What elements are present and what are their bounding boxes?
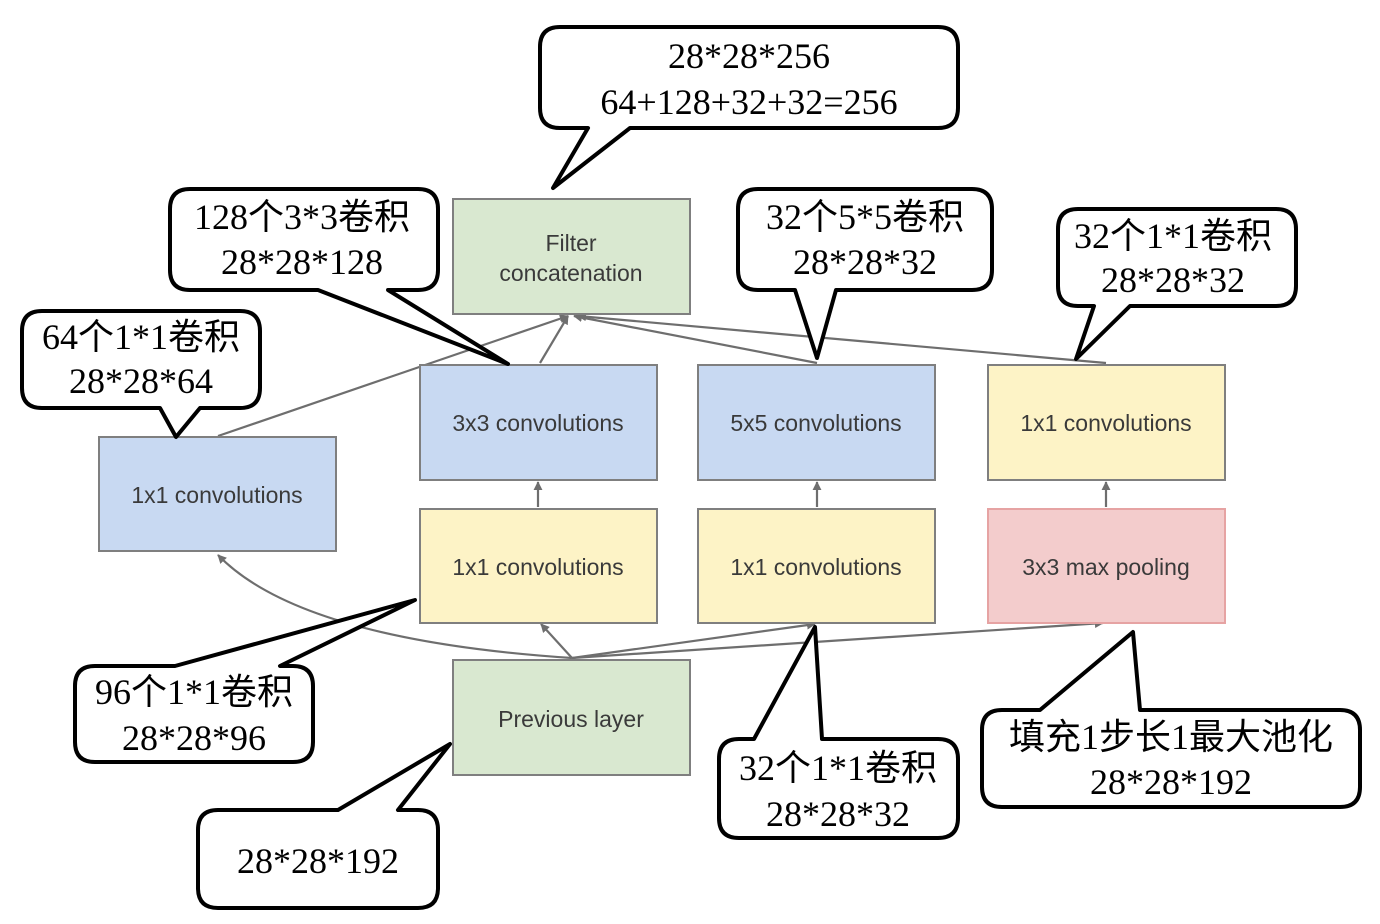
conv3x3-label: 3x3 convolutions [452,410,623,436]
conv3x3-box: 3x3 convolutions [419,364,658,481]
callout-conv5x5: 32个5*5卷积 28*28*32 [736,187,994,360]
arrow-conv5x5-to-concat [573,313,818,365]
reduce5-conv1x1-box: 1x1 convolutions [697,508,936,624]
max-pooling-label: 3x3 max pooling [1022,554,1190,580]
callout-conv1x1-left-line2: 28*28*64 [69,361,213,401]
arrows [217,312,1111,660]
callout-concat-output-line2: 64+128+32+32=256 [600,82,897,122]
arrow-conv3x3-to-concat [539,315,569,364]
callouts: 28*28*256 64+128+32+32=256 128个3*3卷积 28*… [20,25,1362,910]
callout-conv3x3-line1: 128个3*3卷积 [194,197,410,237]
callout-reduce5: 32个1*1卷积 28*28*32 [717,625,960,840]
reduce3-conv1x1-label: 1x1 convolutions [452,554,623,580]
callout-conv3x3: 128个3*3卷积 28*28*128 [168,187,510,366]
arrow-conv1x1-left-to-concat [217,314,569,438]
callout-pool-projection-line2: 28*28*32 [1101,260,1245,300]
callout-input-line1: 28*28*192 [237,841,399,881]
callout-conv3x3-line2: 28*28*128 [221,242,383,282]
conv5x5-box: 5x5 convolutions [697,364,936,481]
callout-concat-output: 28*28*256 64+128+32+32=256 [538,25,960,190]
arrow-prev-to-reduce3 [540,623,573,659]
conv1x1-left-label: 1x1 convolutions [131,482,302,508]
callout-reduce5-line1: 32个1*1卷积 [739,748,937,788]
callout-conv1x1-left: 64个1*1卷积 28*28*64 [20,309,262,439]
callout-max-pooling: 填充1步长1最大池化 28*28*192 [980,630,1362,809]
callout-conv1x1-left-line1: 64个1*1卷积 [42,317,240,357]
boxes: Filter concatenation 3x3 convolutions 5x… [98,198,1226,776]
callout-conv5x5-line2: 28*28*32 [793,242,937,282]
conv1x1-left-box: 1x1 convolutions [98,436,337,552]
pool-projection-conv1x1-label: 1x1 convolutions [1020,410,1191,436]
callout-max-pooling-line2: 28*28*192 [1090,762,1252,802]
conv5x5-label: 5x5 convolutions [730,410,901,436]
callout-max-pooling-line1: 填充1步长1最大池化 [1009,717,1333,757]
callout-concat-output-line1: 28*28*256 [668,36,830,76]
callout-input: 28*28*192 [196,742,452,910]
arrow-prev-to-maxpool [571,619,1104,660]
filter-concatenation-box: Filter concatenation [452,198,691,315]
reduce3-conv1x1-box: 1x1 convolutions [419,508,658,624]
callout-conv5x5-line1: 32个5*5卷积 [766,197,964,237]
arrow-poolproj-to-concat [577,312,1107,365]
filter-concatenation-label-line1: Filter [545,230,596,256]
reduce5-conv1x1-label: 1x1 convolutions [730,554,901,580]
pool-projection-conv1x1-box: 1x1 convolutions [987,364,1226,481]
previous-layer-box: Previous layer [452,659,691,776]
arrow-prev-to-reduce5 [571,620,816,660]
callout-reduce3-line1: 96个1*1卷积 [95,672,293,712]
callout-reduce3: 96个1*1卷积 28*28*96 [73,598,417,764]
max-pooling-box: 3x3 max pooling [987,508,1226,624]
filter-concatenation-label-line2: concatenation [499,260,642,286]
callout-reduce3-line2: 28*28*96 [122,718,266,758]
callout-pool-projection: 32个1*1卷积 28*28*32 [1056,207,1298,361]
previous-layer-label: Previous layer [498,706,644,732]
callout-reduce5-line2: 28*28*32 [766,794,910,834]
callout-pool-projection-line1: 32个1*1卷积 [1074,216,1272,256]
